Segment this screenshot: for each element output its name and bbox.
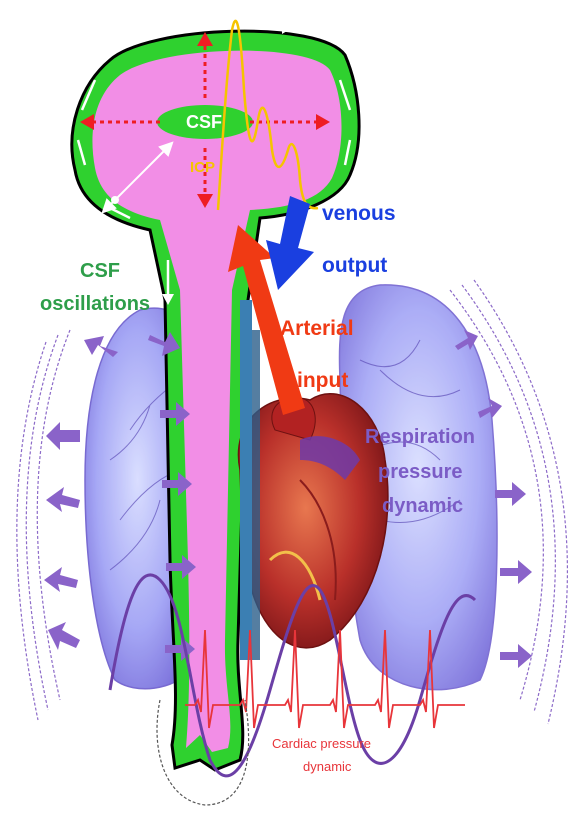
cardiac-label-line2: dynamic — [303, 760, 351, 773]
arterial-label-line1: Arterial — [280, 318, 354, 339]
venous-label-line1: venous — [322, 203, 396, 224]
cardiac-label-line1: Cardiac pressure — [272, 737, 371, 750]
respiration-label-line1: Respiration — [365, 427, 475, 447]
icp-label: ICP — [190, 160, 215, 175]
pressure-wave-lines-left — [17, 330, 70, 720]
great-vessels — [240, 300, 260, 660]
csf-oscillations-label-line2: oscillations — [40, 294, 150, 314]
arterial-label-line2: input — [297, 370, 348, 391]
csf-oscillations-label-line1: CSF — [80, 261, 120, 281]
respiration-label-line2: pressure — [378, 462, 463, 482]
csf-label: CSF — [186, 113, 222, 131]
venous-label-line2: output — [322, 255, 387, 276]
respiration-label-line3: dynamic — [382, 496, 463, 516]
